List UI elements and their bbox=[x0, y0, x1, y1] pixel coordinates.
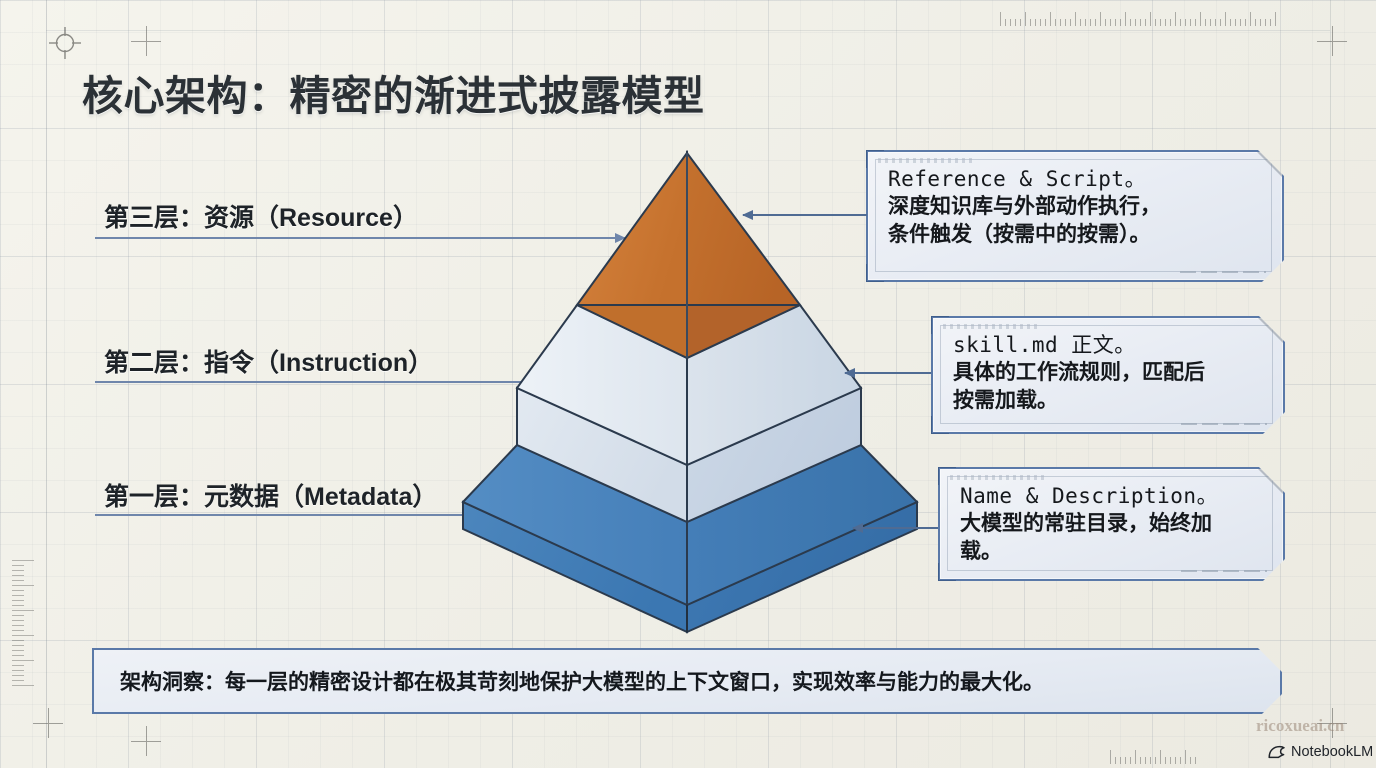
ruler-bottom bbox=[1110, 744, 1220, 764]
brand-label: NotebookLM bbox=[1291, 744, 1374, 760]
page-title: 核心架构：精密的渐进式披露模型 bbox=[82, 73, 705, 119]
lead-line-metadata bbox=[95, 510, 511, 520]
paper-edge-left bbox=[46, 0, 47, 768]
corner-bracket-icon bbox=[1265, 418, 1286, 439]
resource-callout-line2: 深度知识库与外部动作执行， bbox=[888, 195, 1161, 219]
tier-label-instruction: 第二层：指令（Instruction） bbox=[104, 349, 434, 377]
deco-line-icon bbox=[1181, 570, 1267, 572]
brand-notebooklm: NotebookLM bbox=[1268, 744, 1373, 760]
ruler-top bbox=[1000, 6, 1330, 26]
deco-ticks-icon bbox=[878, 158, 974, 163]
registration-cross-icon bbox=[1317, 708, 1347, 738]
paper-edge-top bbox=[46, 30, 1330, 31]
ruler-left bbox=[12, 560, 36, 690]
deco-line-icon bbox=[1181, 423, 1267, 425]
corner-bracket-icon bbox=[933, 462, 956, 485]
lead-line-resource bbox=[95, 233, 626, 243]
resource-callout[interactable]: Reference & Script。 深度知识库与外部动作执行， 条件触发（按… bbox=[866, 150, 1284, 282]
corner-bracket-icon bbox=[926, 311, 949, 334]
paper-edge-right bbox=[1330, 0, 1331, 768]
insight-text: 架构洞察：每一层的精密设计都在极其苛刻地保护大模型的上下文窗口，实现效率与能力的… bbox=[120, 671, 1044, 694]
metadata-callout-arrow bbox=[852, 523, 938, 533]
pyramid-diagram bbox=[461, 149, 919, 634]
metadata-callout-heading: Name & Description。 bbox=[960, 484, 1219, 508]
instruction-callout-arrow bbox=[844, 368, 931, 378]
deco-ticks-icon bbox=[943, 324, 1039, 329]
corner-bracket-icon bbox=[1265, 565, 1286, 586]
registration-cross-icon bbox=[1317, 26, 1347, 56]
corner-bracket-icon bbox=[1264, 266, 1285, 287]
instruction-callout[interactable]: skill.md 正文。 具体的工作流规则，匹配后 按需加载。 bbox=[931, 316, 1285, 434]
corner-bracket-icon bbox=[933, 563, 956, 586]
deco-ticks-icon bbox=[950, 475, 1046, 480]
corner-bracket-icon bbox=[926, 416, 949, 439]
tier-label-resource: 第三层：资源（Resource） bbox=[104, 204, 418, 232]
registration-cross-icon bbox=[33, 708, 63, 738]
metadata-callout-line3: 载。 bbox=[960, 539, 1002, 563]
watermark: ricoxueai.cn bbox=[1256, 716, 1345, 735]
registration-cross-icon bbox=[131, 26, 161, 56]
deco-line-icon bbox=[1180, 271, 1266, 273]
instruction-callout-line3: 按需加载。 bbox=[953, 388, 1058, 412]
notebooklm-logo-icon bbox=[1268, 745, 1285, 758]
registration-target-icon bbox=[49, 27, 81, 59]
registration-cross-icon bbox=[131, 726, 161, 756]
instruction-callout-line2: 具体的工作流规则，匹配后 bbox=[953, 361, 1205, 385]
resource-callout-arrow bbox=[742, 210, 867, 220]
tier-label-metadata: 第一层：元数据（Metadata） bbox=[104, 483, 438, 511]
metadata-callout[interactable]: Name & Description。 大模型的常驻目录，始终加 载。 bbox=[938, 467, 1285, 581]
metadata-callout-line2: 大模型的常驻目录，始终加 bbox=[960, 512, 1212, 536]
resource-callout-line3: 条件触发（按需中的按需）。 bbox=[888, 222, 1151, 246]
resource-callout-heading: Reference & Script。 bbox=[888, 167, 1147, 191]
instruction-callout-heading: skill.md 正文。 bbox=[953, 333, 1136, 357]
insight-bar[interactable]: 架构洞察：每一层的精密设计都在极其苛刻地保护大模型的上下文窗口，实现效率与能力的… bbox=[92, 648, 1282, 714]
